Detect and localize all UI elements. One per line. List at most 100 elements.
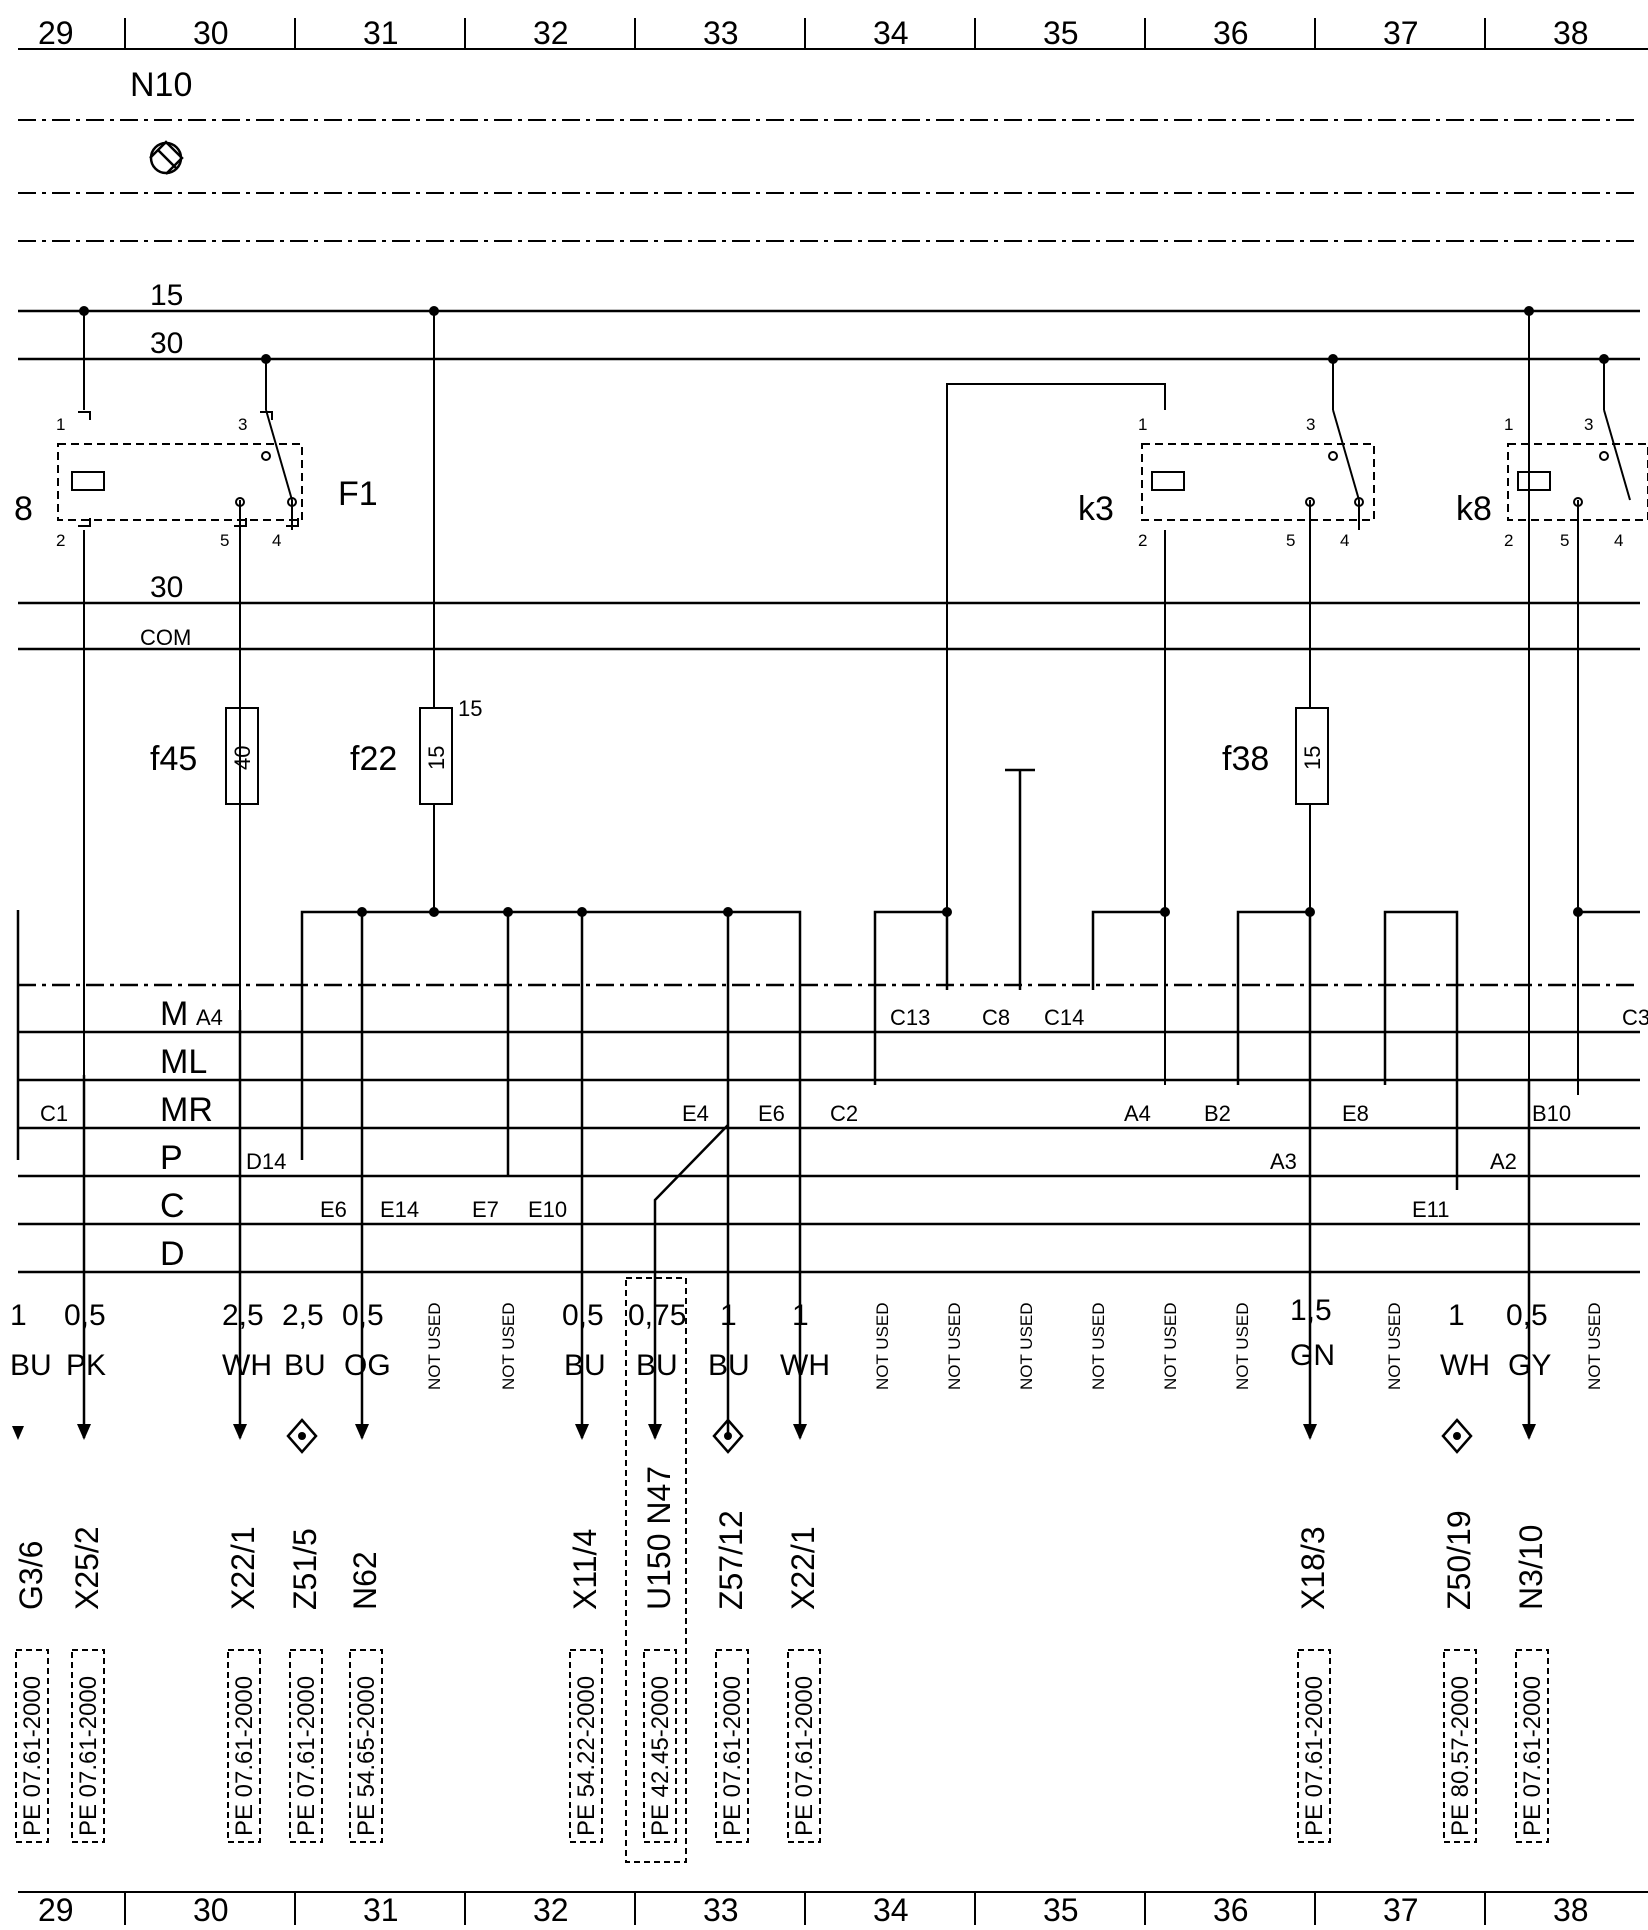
connector-ML: ML: [160, 1043, 207, 1081]
wire-color-9: BU: [708, 1349, 750, 1382]
bus-label-15: 15: [150, 279, 183, 312]
relay-k3-pin-1: 1: [1138, 415, 1147, 434]
terminal-E11: E11: [1412, 1197, 1450, 1222]
relay-k3-pin-2: 2: [1138, 531, 1147, 550]
distribution-wires: [16, 768, 1640, 1195]
wire-color-10: WH: [780, 1349, 830, 1382]
relay-f1-label: F1: [338, 475, 378, 513]
fuse-f38-rating: 15: [1300, 746, 1325, 770]
wire-size-2: 2,5: [222, 1299, 264, 1332]
connector-lines: [18, 983, 1640, 1274]
grid-foot-33: 33: [703, 1892, 739, 1928]
terminal-E7: E7: [472, 1197, 499, 1222]
relay-k8-pin-3: 3: [1584, 415, 1593, 434]
relay-k8-pin-5: 5: [1560, 531, 1569, 550]
dest-doc-8: PE 07.61-2000: [791, 1676, 818, 1836]
wire-size-10: 1: [792, 1299, 809, 1332]
wire-unused-15: NOT USED: [1161, 1302, 1180, 1390]
relay-8-pin-5: 5: [220, 531, 229, 550]
grid-foot-38: 38: [1553, 1892, 1589, 1928]
connector-M: M: [160, 995, 188, 1033]
relay-8-pin-4: 4: [272, 531, 281, 550]
wire-size-4: 0,5: [342, 1299, 384, 1332]
outgoing-wires: [82, 912, 1531, 1438]
wire-size-1: 0,5: [64, 1299, 106, 1332]
terminal-C14: C14: [1044, 1005, 1084, 1030]
relay-8-pin-1: 1: [56, 415, 65, 434]
fuse-f45: [225, 649, 259, 1010]
dest-ref-0: G3/6: [13, 1541, 49, 1610]
grid-header: [18, 18, 1648, 50]
dest-ref-3: Z51/5: [287, 1528, 323, 1610]
grid-foot-35: 35: [1043, 1892, 1079, 1928]
terminal-C3: C3: [1622, 1005, 1648, 1030]
terminal-C1: C1: [40, 1101, 68, 1126]
junction-dots: [357, 907, 1583, 917]
grid-foot-29: 29: [38, 1892, 74, 1928]
module-title: N10: [130, 66, 192, 104]
dest-ref-8: X22/1: [785, 1526, 821, 1610]
arrow-heads: [12, 1424, 1536, 1440]
relay-f1: [57, 311, 303, 1075]
dest-ref-7: Z57/12: [713, 1510, 749, 1610]
terminal-A4: A4: [196, 1005, 223, 1030]
wire-color-0: BU: [10, 1349, 52, 1382]
relay-k3-pin-5: 5: [1286, 531, 1295, 550]
wire-size-19: 1: [1448, 1299, 1465, 1332]
terminal-E6: E6: [758, 1101, 785, 1126]
wire-unused-21: NOT USED: [1585, 1302, 1604, 1390]
terminal-E8: E8: [1342, 1101, 1369, 1126]
grid-col-29: 29: [38, 15, 74, 51]
wire-size-3: 2,5: [282, 1299, 324, 1332]
doc-boxes: [15, 1277, 1549, 1863]
terminal-A3: A3: [1270, 1149, 1297, 1174]
bus-junctions: [79, 306, 1609, 364]
terminal-D14: D14: [246, 1149, 286, 1174]
wire-color-20: GY: [1508, 1349, 1551, 1382]
dest-doc-3: PE 07.61-2000: [293, 1676, 320, 1836]
wire-unused-11: NOT USED: [873, 1302, 892, 1390]
relay-k3-pin-4: 4: [1340, 531, 1349, 550]
wire-size-7: 0,5: [562, 1299, 604, 1332]
dest-doc-10: PE 80.57-2000: [1447, 1676, 1474, 1836]
dest-doc-6: PE 42.45-2000: [647, 1676, 674, 1836]
dest-doc-1: PE 07.61-2000: [75, 1676, 102, 1836]
wire-size-8: 0,75: [628, 1299, 686, 1332]
terminal-C13: C13: [890, 1005, 930, 1030]
wire-color-4: OG: [344, 1349, 391, 1382]
connector-P: P: [160, 1139, 183, 1177]
dest-ref-4: N62: [347, 1551, 383, 1610]
relay-8-pin-2: 2: [56, 531, 65, 550]
dest-ref-5: X11/4: [567, 1529, 603, 1610]
grid-col-33: 33: [703, 15, 739, 51]
wire-unused-13: NOT USED: [1017, 1302, 1036, 1390]
grid-foot-30: 30: [193, 1892, 229, 1928]
connector-C: C: [160, 1187, 185, 1225]
terminal-A2: A2: [1490, 1149, 1517, 1174]
dest-ref-10: Z50/19: [1441, 1510, 1477, 1610]
relay-k3: [946, 359, 1375, 1085]
dest-doc-4: PE 54.65-2000: [353, 1676, 380, 1836]
terminal-E4: E4: [682, 1101, 709, 1126]
dest-doc-2: PE 07.61-2000: [231, 1676, 258, 1836]
grid-foot-31: 31: [363, 1892, 399, 1928]
fuse-f45-rating: 40: [230, 746, 255, 770]
dest-ref-11: N3/10: [1513, 1525, 1549, 1610]
grid-col-31: 31: [363, 15, 399, 51]
connector-D: D: [160, 1235, 185, 1273]
wire-color-2: WH: [222, 1349, 272, 1382]
splice-diamond-icon: [286, 1418, 1473, 1454]
grid-foot-36: 36: [1213, 1892, 1249, 1928]
wire-color-17: GN: [1290, 1339, 1335, 1372]
terminal-B2: B2: [1204, 1101, 1231, 1126]
relay-k8-pin-4: 4: [1614, 531, 1623, 550]
ground-symbol-icon: [149, 140, 184, 175]
fuse-f22-rating: 15: [424, 746, 449, 770]
terminal-E10: E10: [528, 1197, 567, 1222]
terminal-E6c: E6: [320, 1197, 347, 1222]
terminal-C2: C2: [830, 1101, 858, 1126]
module-boundary: [18, 119, 1640, 242]
fuse-f22-label: f22: [350, 740, 397, 778]
wire-unused-6: NOT USED: [499, 1302, 518, 1390]
